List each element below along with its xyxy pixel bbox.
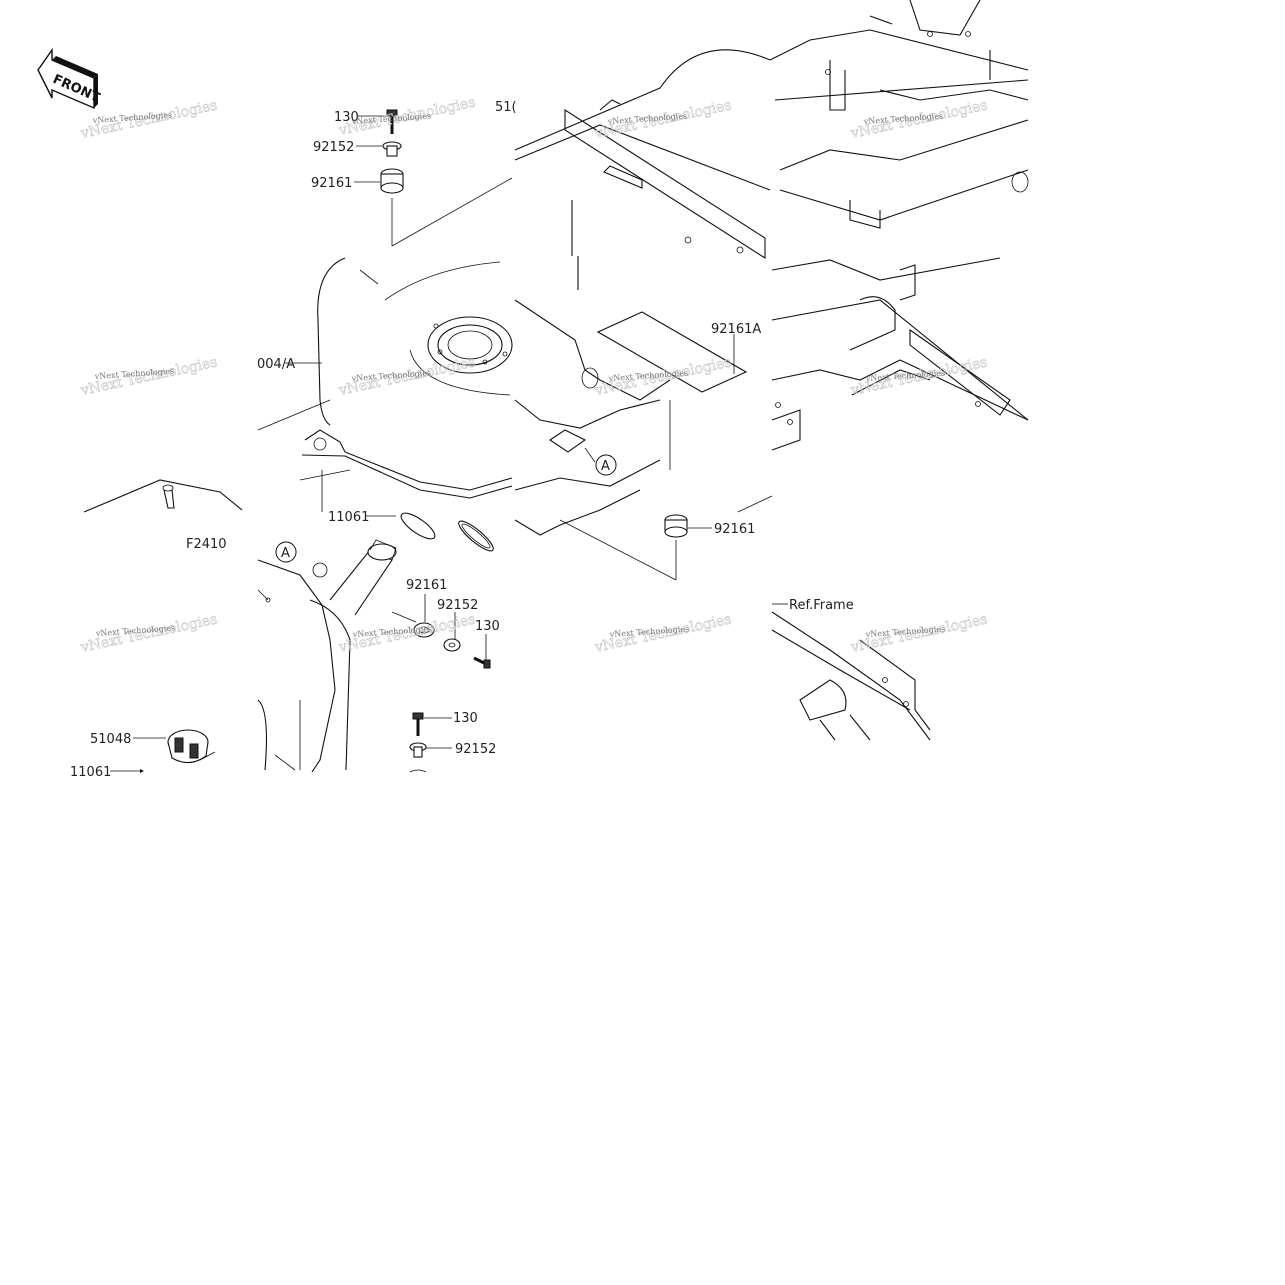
- callout-92161-top: 92161: [311, 176, 352, 191]
- tile-ref-frame: [771, 603, 931, 741]
- grommet-icon: [380, 168, 404, 194]
- filler-neck-part: [367, 543, 397, 561]
- svg-text:A: A: [281, 546, 290, 561]
- callout-130-bottom: 130: [453, 711, 478, 726]
- tile-frame-top: [514, 0, 1029, 260]
- callout-130-top: 130: [334, 110, 359, 125]
- callout-51048: 51048: [90, 732, 131, 747]
- tile-fuel-tank: [257, 257, 513, 512]
- grommet-right: [559, 495, 773, 581]
- ref-frame-label: Ref.Frame: [789, 598, 854, 613]
- tile-cap: [110, 729, 216, 773]
- fig-code: F2410: [186, 537, 227, 552]
- pad-part: [596, 311, 748, 393]
- callout-130-lower: 130: [475, 619, 500, 634]
- callout-92152-lower: 92152: [437, 598, 478, 613]
- reference-marker-a-right: A: [595, 454, 617, 476]
- washer-icon: [382, 141, 402, 157]
- callout-11061-mid: 11061: [328, 510, 369, 525]
- front-arrow-icon: FRONT: [37, 47, 102, 110]
- callout-92161-lower: 92161: [406, 578, 447, 593]
- watermark-group: vNext Technologies vNext Technologies vN…: [78, 94, 989, 656]
- bolt-icon: [386, 109, 398, 134]
- callout-92161a: 92161A: [711, 322, 761, 337]
- bolt-bottom-icon: [412, 712, 424, 736]
- reference-marker-a-left: A: [275, 541, 297, 563]
- washer-lower-icon: [443, 638, 461, 652]
- fuel-cap-icon: [167, 729, 209, 764]
- tile-top-middle: [354, 109, 513, 247]
- washer-bottom-icon: [409, 742, 427, 758]
- callout-510: 51(: [495, 100, 517, 115]
- tile-frame-right: [771, 257, 1029, 451]
- callout-11061-bottom: 11061: [70, 765, 111, 780]
- tile-left-fragment: [83, 479, 243, 513]
- bolt-lower-icon: [473, 656, 491, 669]
- tile-frame-middle: [514, 256, 748, 536]
- callout-92161-right: 92161: [714, 522, 755, 537]
- callout-004a: 004/A: [257, 357, 295, 372]
- callout-92152-bottom: 92152: [455, 742, 496, 757]
- callout-92152-top: 92152: [313, 140, 354, 155]
- grommet-lower-icon: [413, 622, 435, 638]
- svg-text:A: A: [601, 459, 610, 474]
